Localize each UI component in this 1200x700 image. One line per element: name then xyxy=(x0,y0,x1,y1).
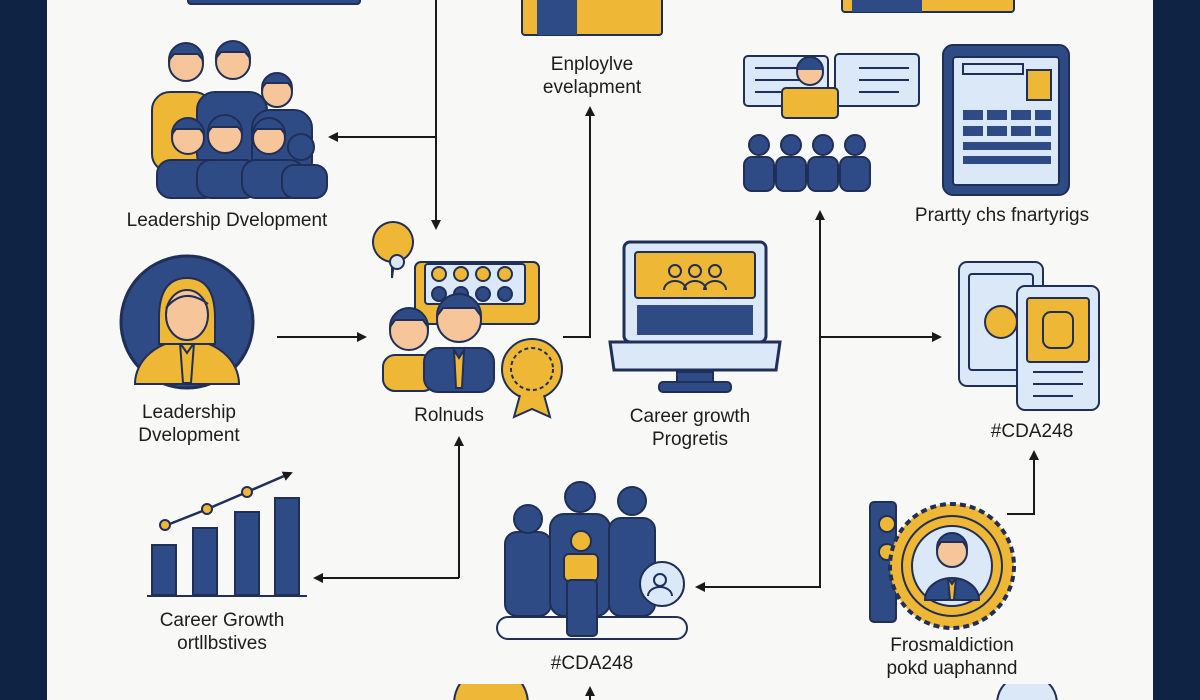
group-podium-icon xyxy=(496,481,688,640)
diagram-canvas: Leadership Dvelopment Leadership Dvelopm… xyxy=(47,0,1153,700)
career-progress-label-line1: Career growth xyxy=(629,406,751,427)
promotion-badge-icon xyxy=(869,501,1016,630)
employee-dev-label: Enploylve evelapment xyxy=(522,53,662,99)
leader-avatar-label-line2: Dvelopment xyxy=(138,425,240,446)
leader-avatar-label-line1: Leadership xyxy=(141,402,237,423)
document-tablet-label: Prartty chs fnartyrigs xyxy=(887,204,1117,227)
career-chart-label-line2: ortllbstives xyxy=(177,633,267,654)
career-chart-label-line1: Career Growth xyxy=(159,610,285,631)
bottom-partial-illustrations xyxy=(453,684,1058,700)
cda-group-label-text: #CDA248 xyxy=(550,653,634,674)
mobile-devices-icon xyxy=(958,261,1100,411)
employee-dev-label-line1: Enploylve xyxy=(550,54,634,75)
arrow-rolnuds-to-employee-dev xyxy=(563,106,595,338)
career-chart-label: Career Growth ortllbstives xyxy=(137,609,307,655)
cda-group-label: #CDA248 xyxy=(527,652,657,675)
leader-avatar-icon xyxy=(119,254,255,390)
career-development-diagram xyxy=(119,0,1100,700)
career-progress-label: Career growth Progretis xyxy=(610,405,770,451)
top-partial-illustrations xyxy=(187,0,1015,36)
promotion-badge-label: Frosmaldiction pokd uaphannd xyxy=(862,634,1042,680)
growth-bar-chart-icon xyxy=(147,471,307,597)
document-tablet-label-text: Prartty chs fnartyrigs xyxy=(914,205,1090,226)
team-award-icon xyxy=(372,221,563,419)
promotion-badge-label-line2: pokd uaphannd xyxy=(886,658,1018,679)
arrow-top-to-leadership-team xyxy=(328,0,437,142)
leadership-team-label-text: Leadership Dvelopment xyxy=(126,210,328,231)
career-progress-label-line2: Progretis xyxy=(651,429,729,450)
employee-dev-label-line2: evelapment xyxy=(542,77,642,98)
rolnuds-label-text: Rolnuds xyxy=(414,405,484,426)
mobile-devices-label: #CDA248 xyxy=(967,420,1097,443)
laptop-meeting-icon xyxy=(608,240,782,393)
rolnuds-label: Rolnuds xyxy=(399,404,499,427)
team-group-icon xyxy=(151,40,328,199)
mobile-devices-label-text: #CDA248 xyxy=(990,421,1074,442)
leader-avatar-label: Leadership Dvelopment xyxy=(119,401,259,447)
tablet-document-icon xyxy=(942,44,1070,196)
arrow-devices-to-cda-group xyxy=(695,337,821,592)
arrow-badge-to-devices xyxy=(1007,450,1039,515)
chat-meeting-icon xyxy=(743,53,920,192)
promotion-badge-label-line1: Frosmaldiction xyxy=(890,635,1014,656)
leadership-team-label: Leadership Dvelopment xyxy=(117,209,337,232)
connector-arrows xyxy=(277,0,1039,700)
